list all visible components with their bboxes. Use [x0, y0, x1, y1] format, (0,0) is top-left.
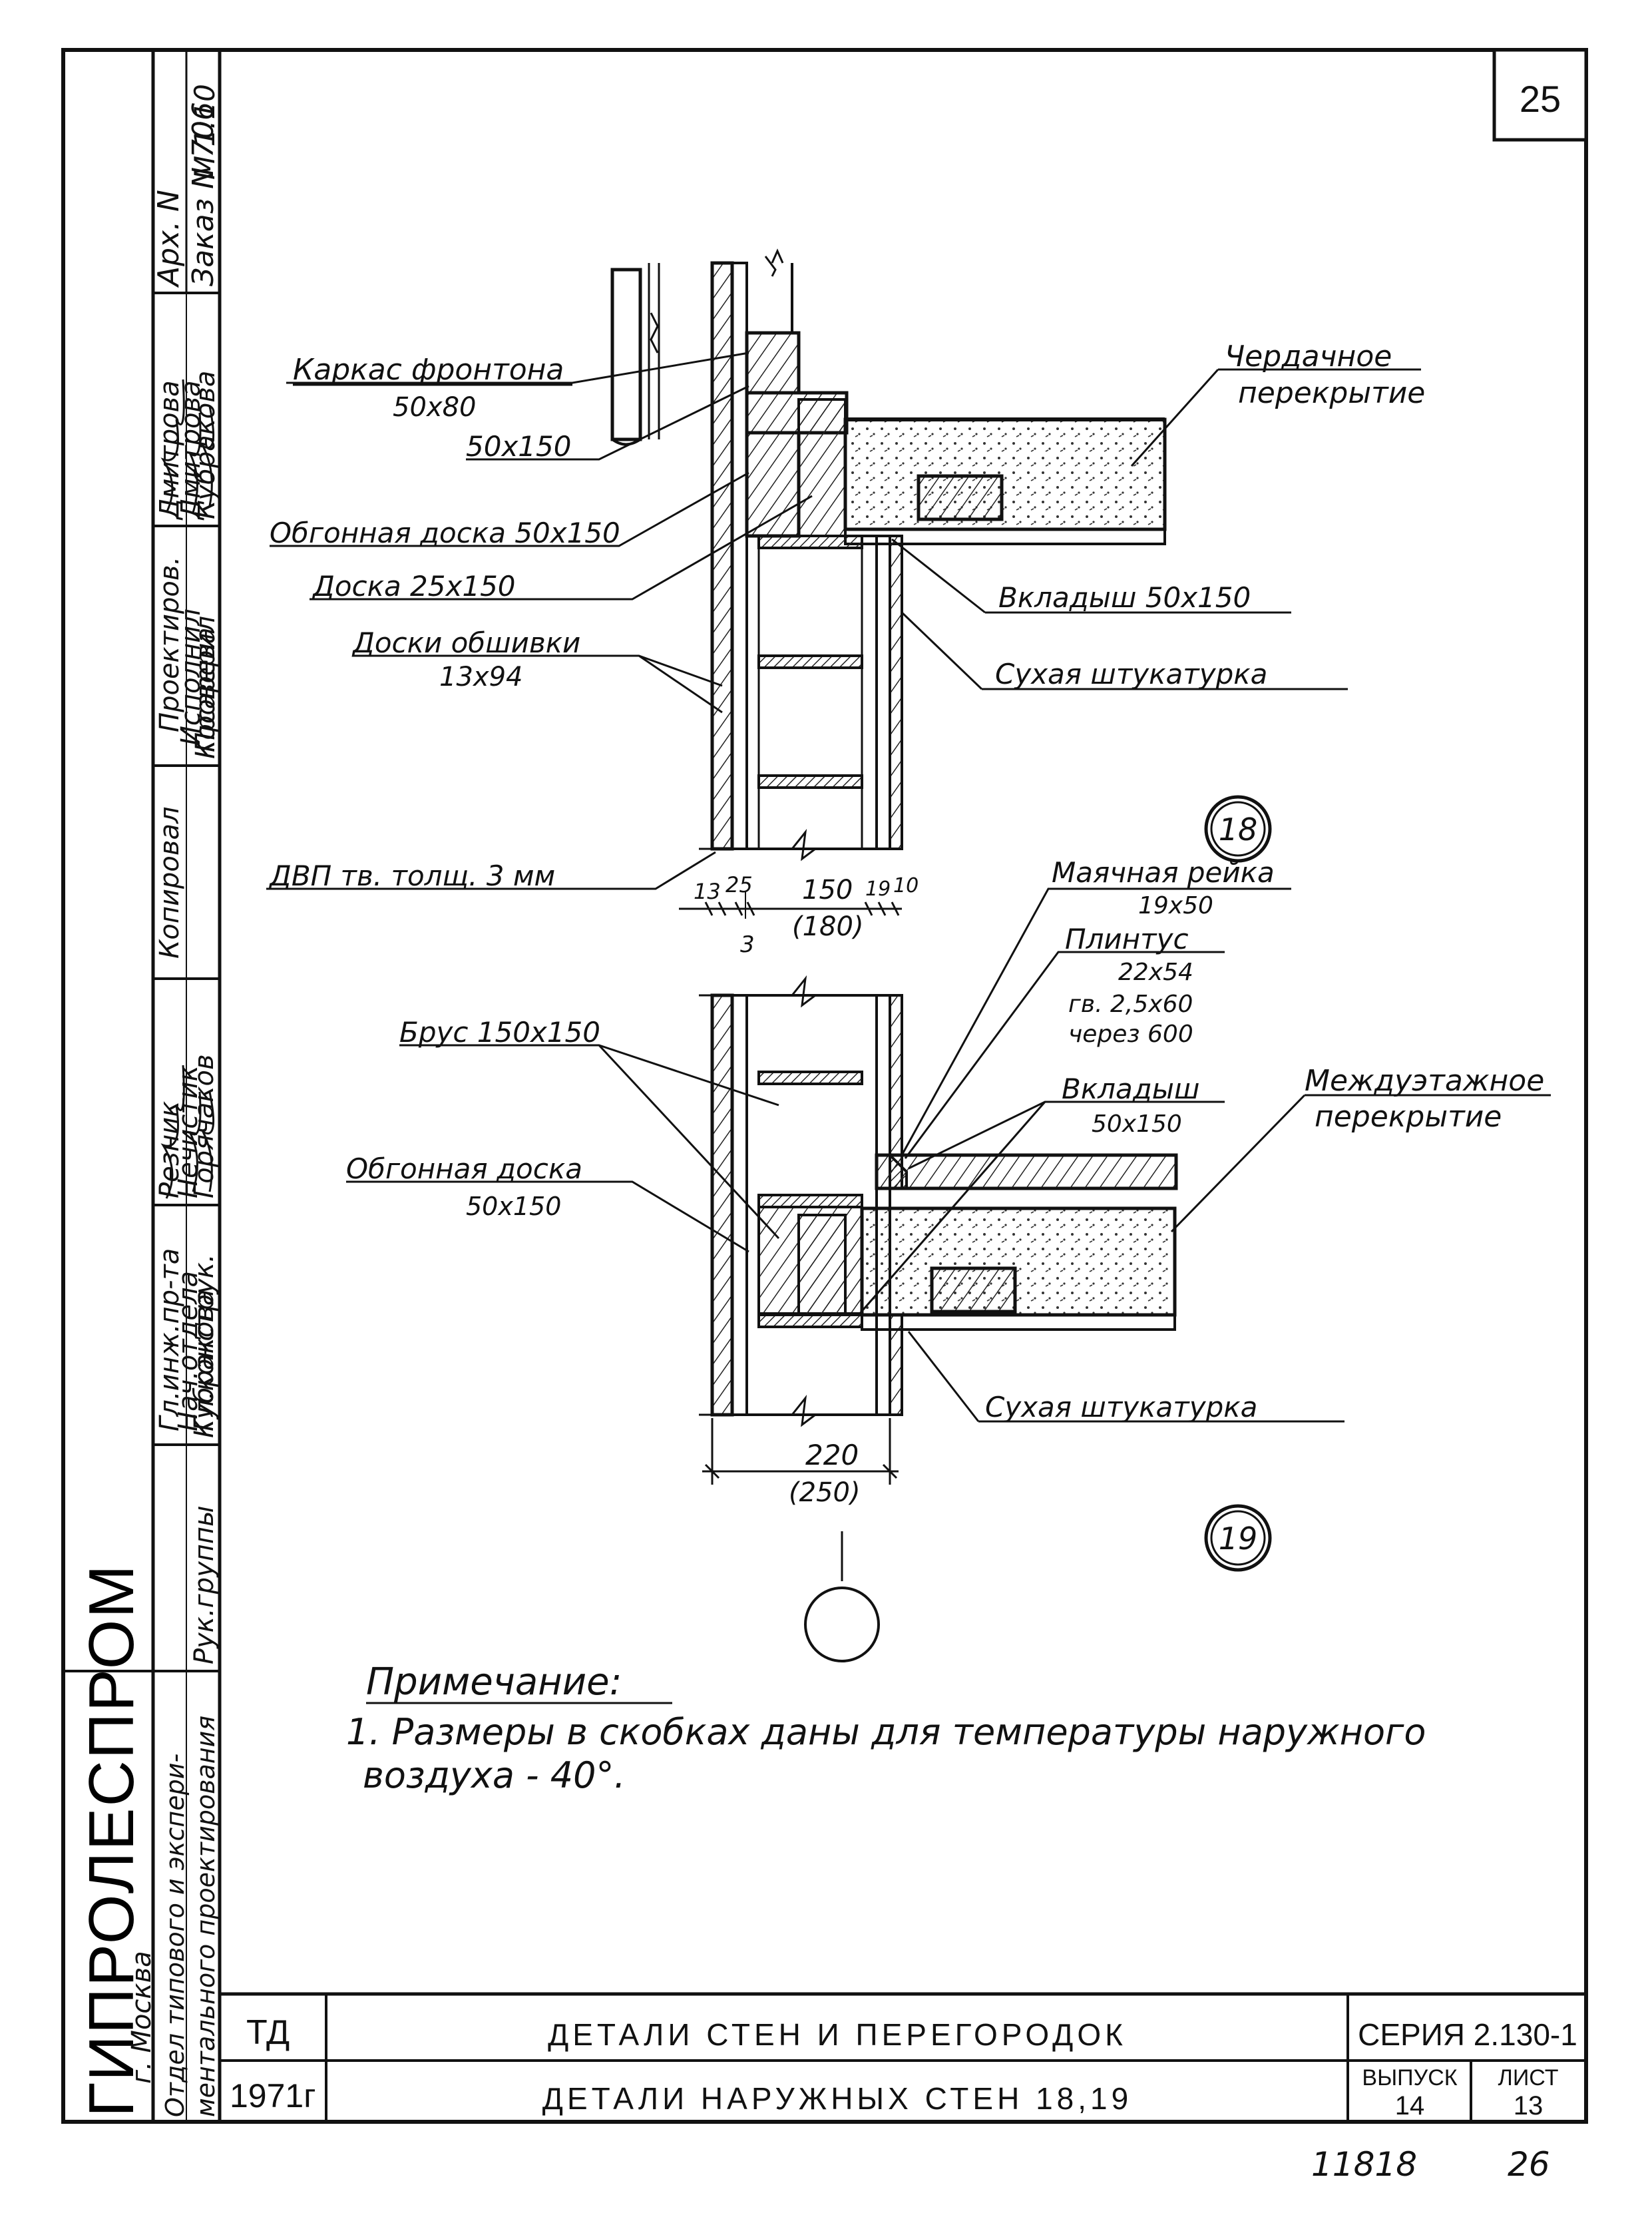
issue-value: 14: [1395, 2091, 1425, 2120]
label-nail: гв. 2,5х60: [1068, 991, 1193, 1018]
callout-19: 19: [1219, 1521, 1258, 1557]
title-sub: ДЕТАЛИ НАРУЖНЫХ СТЕН 18,19: [542, 2081, 1132, 2116]
org-dept-1: Отдел типового и экспери-: [160, 1754, 190, 2117]
label-frame: Каркас фронтона: [293, 353, 564, 387]
label-interfloor-2: перекрытие: [1315, 1100, 1502, 1134]
label-obgon-size-19: 50х150: [466, 1192, 561, 1221]
label-mayak: Маячная рейка: [1052, 856, 1275, 889]
label-mayak-size: 19х50: [1138, 892, 1213, 919]
role-proekt: Проектиров.: [154, 557, 185, 732]
page-number: 25: [1520, 78, 1561, 120]
detail-19-labels: Маячная рейка 19х50 Плинтус 22х54 гв. 2,…: [346, 856, 1544, 1557]
label-frame-size: 50х80: [393, 392, 476, 423]
label-doska: Доска 25х150: [311, 570, 516, 603]
scale: М 1:10: [188, 84, 221, 180]
role-proveril: Проверил: [190, 616, 221, 752]
note-line-1: 1. Размеры в скобках даны для температур…: [346, 1711, 1426, 1753]
left-strip: Арх. N Заказ N 706 Проектиров. Исполнил …: [76, 84, 221, 2117]
dim-150: 150: [802, 875, 853, 905]
role-ruk: Рук.группы: [189, 1505, 220, 1664]
dim-3: 3: [740, 931, 755, 958]
footer-right: 26: [1508, 2145, 1550, 2184]
dim-250: (250): [789, 1477, 861, 1508]
issue-label: ВЫПУСК: [1362, 2065, 1457, 2091]
note-heading: Примечание:: [366, 1660, 622, 1704]
org-dept-2: ментального проектирования: [191, 1716, 220, 2117]
label-obgon-19: Обгонная доска: [346, 1152, 582, 1185]
role-gl-konstr: Гл.конструк.: [189, 1254, 220, 1431]
detail-18-labels: Каркас фронтона 50х80 50х150 Обгонная до…: [268, 340, 1425, 958]
detail-19-section: [346, 887, 1551, 1662]
role-kopiroval: Копировал: [154, 806, 185, 959]
role-ispolnil: Исполнил: [176, 609, 206, 746]
order-no: Заказ N 706: [186, 102, 220, 286]
series-label: СЕРИЯ 2.130-1: [1358, 2017, 1577, 2052]
code-td: ТД: [246, 2013, 290, 2052]
year: 1971г: [230, 2077, 315, 2114]
empty-callout-circle: [804, 1587, 880, 1662]
sheet-frame: [61, 48, 1588, 2124]
dim-10: 10: [893, 874, 919, 897]
detail-18-section: [266, 248, 1421, 919]
label-plintus: Плинтус: [1065, 923, 1189, 955]
name-kubrakova-2: Кубракова: [190, 371, 221, 519]
archive-no: Арх. N: [152, 190, 186, 288]
callout-18: 18: [1219, 812, 1258, 848]
role-gl-inzh: Гл.инж.пр-та: [154, 1248, 185, 1431]
label-obgon: Обгонная доска 50х150: [270, 517, 620, 549]
label-attic-2: перекрытие: [1238, 376, 1425, 410]
signature-strokes: [160, 379, 215, 513]
label-insert-19: Вкладыш: [1062, 1073, 1199, 1105]
title-block: ТД 1971г ДЕТАЛИ СТЕН И ПЕРЕГОРОДОК ДЕТАЛ…: [220, 1992, 1586, 2122]
org-city: г. Москва: [126, 1951, 157, 2084]
sheet-label: ЛИСТ: [1498, 2065, 1559, 2091]
role-nach: Нач.отдела: [173, 1271, 204, 1431]
name-reznik: Резник: [154, 1101, 185, 1198]
footer-left: 11818: [1311, 2145, 1417, 2184]
name-kosareva: Косарева: [190, 628, 221, 759]
label-brus: Брус 150х150: [399, 1016, 600, 1049]
label-plaster: Сухая штукатурка: [995, 658, 1267, 690]
dim-19: 19: [865, 877, 891, 901]
label-insert-size-19: 50х150: [1092, 1110, 1182, 1138]
dim-180: (180): [792, 911, 864, 942]
title-main: ДЕТАЛИ СТЕН И ПЕРЕГОРОДОК: [548, 2017, 1127, 2052]
label-50x150: 50х150: [466, 430, 571, 463]
label-obshivka: Доски обшивки: [351, 626, 580, 659]
label-plintus-size: 22х54: [1118, 959, 1193, 986]
name-goryachakov: Горячаков: [189, 1054, 220, 1198]
dim-25: 25: [725, 872, 753, 897]
name-dmitrova-1: Дмитрова: [154, 380, 185, 521]
label-plaster-19: Сухая штукатурка: [985, 1391, 1257, 1423]
label-obshivka-size: 13х94: [439, 662, 522, 692]
dim-13: 13: [694, 879, 721, 904]
name-kubrakova-1: Кубракова: [189, 1290, 220, 1438]
dim-220: 220: [805, 1439, 859, 1471]
note-block: Примечание: 1. Размеры в скобках даны дл…: [346, 1660, 1426, 1796]
label-interfloor: Междуэтажное: [1305, 1064, 1544, 1098]
label-step: через 600: [1068, 1021, 1193, 1048]
sheet-value: 13: [1514, 2091, 1544, 2120]
org-name: ГИПРОЛЕСПРОМ: [76, 1564, 147, 2117]
label-attic: Чердачное: [1225, 340, 1392, 373]
label-insert: Вкладыш 50х150: [998, 581, 1251, 614]
label-dvp: ДВП тв. толщ. 3 мм: [268, 860, 555, 892]
name-dmitrova-2: Дмитрова: [176, 380, 206, 521]
note-line-2: воздуха - 40°.: [363, 1754, 626, 1796]
